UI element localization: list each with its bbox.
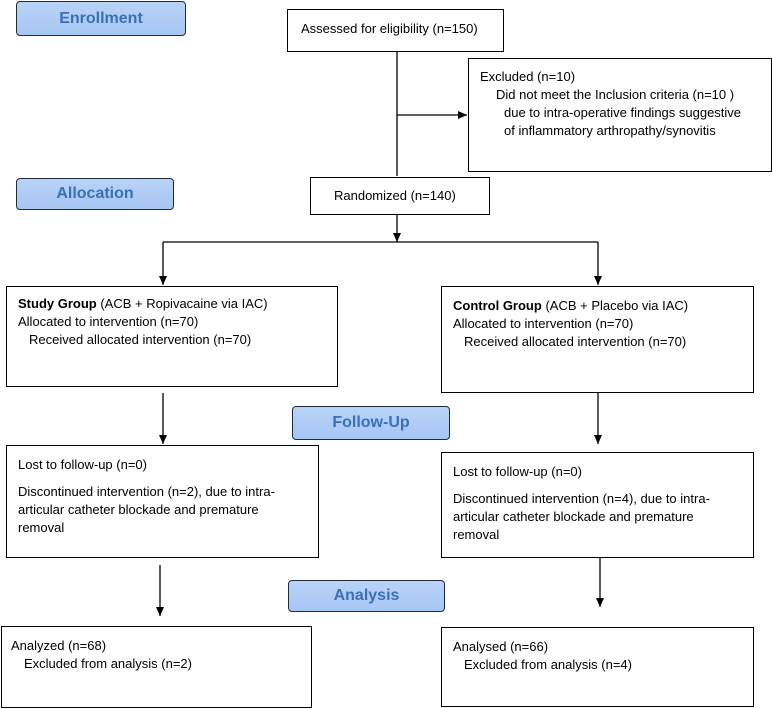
study-group-allocation-box: Study Group (ACB + Ropivacaine via IAC) …: [6, 286, 338, 387]
study-group-lost: Lost to follow-up (n=0): [18, 457, 147, 472]
phase-label-allocation: Allocation: [16, 178, 174, 210]
study-group-detail: (ACB + Ropivacaine via IAC): [96, 296, 268, 311]
phase-label-enrollment: Enrollment: [16, 1, 186, 36]
control-group-followup-box: Lost to follow-up (n=0) Discontinued int…: [441, 452, 754, 558]
study-group-discontinued: removal: [18, 520, 65, 535]
randomized-text: Randomized (n=140): [334, 188, 456, 203]
assessed-text: Assessed for eligibility (n=150): [301, 21, 478, 36]
control-group-analysis-box: Analysed (n=66) Excluded from analysis (…: [441, 627, 754, 707]
control-group-excluded-analysis: Excluded from analysis (n=4): [464, 657, 632, 672]
control-group-discontinued: Discontinued intervention (n=4), due to …: [453, 491, 710, 506]
phase-label-analysis: Analysis: [288, 580, 445, 612]
control-group-lost: Lost to follow-up (n=0): [453, 464, 582, 479]
assessed-box: Assessed for eligibility (n=150): [287, 9, 504, 52]
control-group-detail: (ACB + Placebo via IAC): [541, 298, 689, 313]
study-group-discontinued: Discontinued intervention (n=2), due to …: [18, 484, 275, 499]
control-group-allocated: Allocated to intervention (n=70): [453, 316, 634, 331]
control-group-discontinued: articular catheter blockade and prematur…: [453, 509, 694, 524]
excluded-title: Excluded (n=10): [480, 69, 576, 84]
study-group-followup-box: Lost to follow-up (n=0) Discontinued int…: [6, 445, 319, 558]
study-group-excluded-analysis: Excluded from analysis (n=2): [24, 656, 192, 671]
study-group-received: Received allocated intervention (n=70): [29, 332, 252, 347]
control-group-analyzed: Analysed (n=66): [453, 639, 549, 654]
study-group-analysis-box: Analyzed (n=68) Excluded from analysis (…: [1, 626, 312, 708]
control-group-name: Control Group: [453, 298, 542, 313]
control-group-heading: Control Group (ACB + Placebo via IAC): [453, 297, 753, 315]
study-group-discontinued: articular catheter blockade and prematur…: [18, 502, 259, 517]
study-group-allocated: Allocated to intervention (n=70): [18, 314, 199, 329]
phase-label-follow-up: Follow-Up: [292, 406, 450, 440]
study-group-heading: Study Group (ACB + Ropivacaine via IAC): [18, 295, 337, 313]
randomized-box: Randomized (n=140): [310, 177, 490, 215]
study-group-name: Study Group: [18, 296, 97, 311]
excluded-reason: Did not meet the Inclusion criteria (n=1…: [496, 87, 735, 102]
study-group-analyzed: Analyzed (n=68): [11, 638, 107, 653]
excluded-box: Excluded (n=10) Did not meet the Inclusi…: [468, 58, 772, 172]
excluded-reason: due to intra-operative findings suggesti…: [504, 105, 742, 120]
control-group-discontinued: removal: [453, 527, 500, 542]
excluded-reason: of inflammatory arthropathy/synovitis: [504, 123, 716, 138]
control-group-allocation-box: Control Group (ACB + Placebo via IAC) Al…: [441, 286, 754, 393]
control-group-received: Received allocated intervention (n=70): [464, 334, 687, 349]
